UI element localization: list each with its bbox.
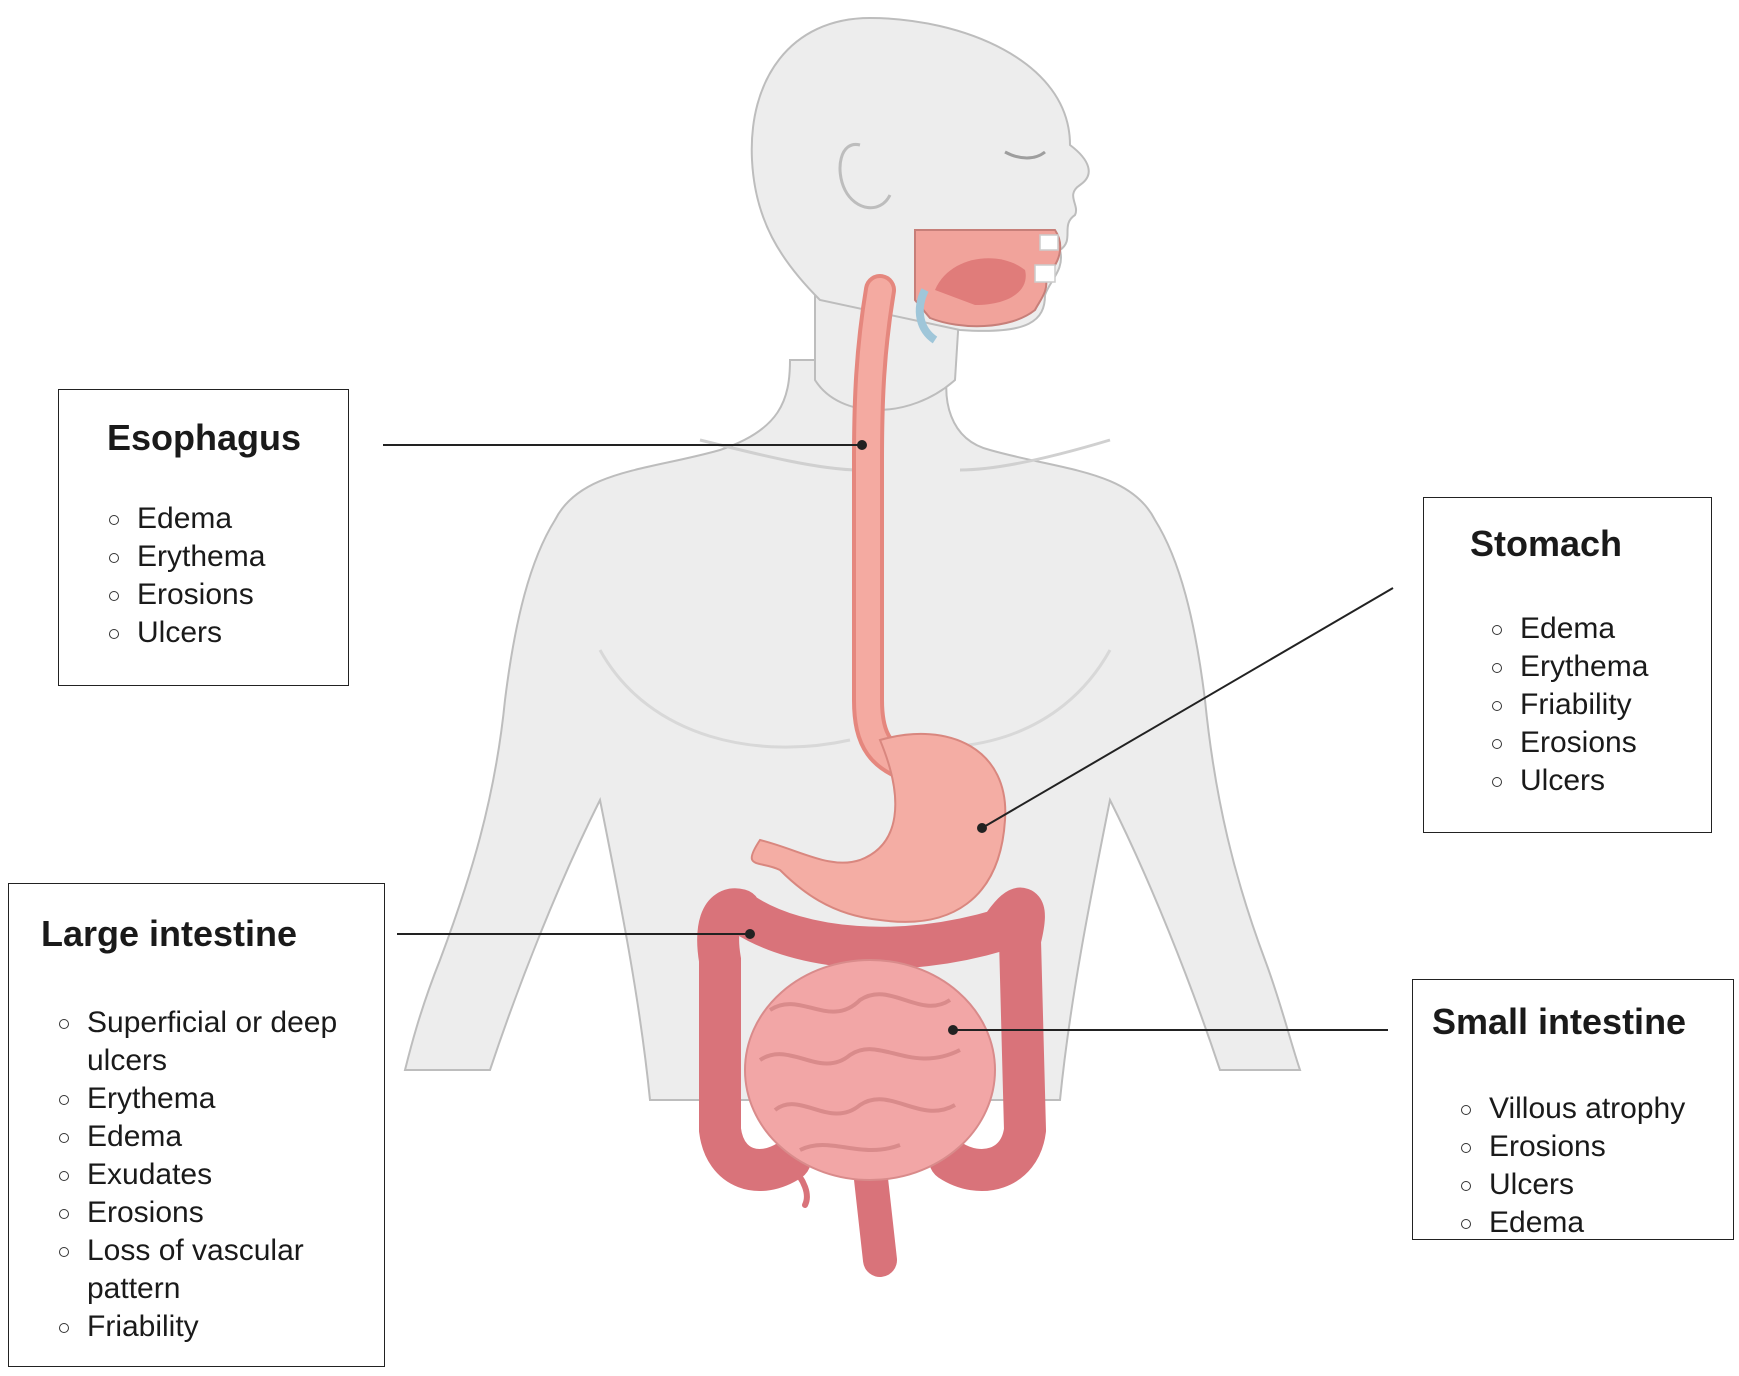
finding-item: Erythema: [51, 1080, 371, 1118]
esophagus-title: Esophagus: [107, 417, 302, 458]
large-intestine-organ: [697, 887, 1047, 1191]
leader-lines: [383, 440, 1394, 1035]
finding-item: Edema: [51, 1118, 371, 1156]
finding-item: Erythema: [101, 538, 265, 576]
leader-line-stomach: [981, 587, 1394, 829]
tongue: [935, 258, 1026, 305]
finding-item: Friability: [1484, 686, 1648, 724]
small-intestine-organ: [744, 959, 996, 1181]
finding-item: Erosions: [1453, 1128, 1685, 1166]
finding-item: Erythema: [1484, 648, 1648, 686]
finding-item: Ulcers: [1453, 1166, 1685, 1204]
finding-item: Villous atrophy: [1453, 1090, 1685, 1128]
finding-item: Edema: [1484, 610, 1648, 648]
leader-dot-stomach: [977, 823, 987, 833]
finding-item: Ulcers: [1484, 762, 1648, 800]
leader-dot-small-intestine: [948, 1025, 958, 1035]
finding-item: Superficial or deep ulcers: [51, 1004, 371, 1080]
finding-item: Erosions: [51, 1194, 371, 1232]
ear-icon: [838, 143, 892, 210]
appendix: [787, 1162, 810, 1208]
finding-item: Erosions: [101, 576, 265, 614]
stomach-title: Stomach: [1470, 523, 1623, 564]
airway: [915, 288, 938, 344]
eye-icon: [1004, 150, 1046, 160]
finding-item: Edema: [1453, 1204, 1685, 1242]
large-intestine-title: Large intestine: [41, 913, 298, 954]
leader-dot-esophagus: [857, 440, 867, 450]
teeth: [1034, 234, 1059, 283]
finding-item: Erosions: [1484, 724, 1648, 762]
human-torso: [403, 359, 1302, 1101]
finding-item: Friability: [51, 1308, 371, 1346]
stomach-organ: [750, 732, 1007, 923]
finding-item: Exudates: [51, 1156, 371, 1194]
small-intestine-title: Small intestine: [1432, 1001, 1687, 1042]
large-intestine-label-box: Large intestine Superficial or deep ulce…: [8, 883, 385, 1367]
leader-dot-large-intestine: [745, 929, 755, 939]
finding-item: Edema: [101, 500, 265, 538]
finding-item: Ulcers: [101, 614, 265, 652]
rectum: [853, 1153, 897, 1277]
finding-item: Loss of vascular pattern: [51, 1232, 371, 1308]
small-intestine-folds: [758, 992, 961, 1152]
